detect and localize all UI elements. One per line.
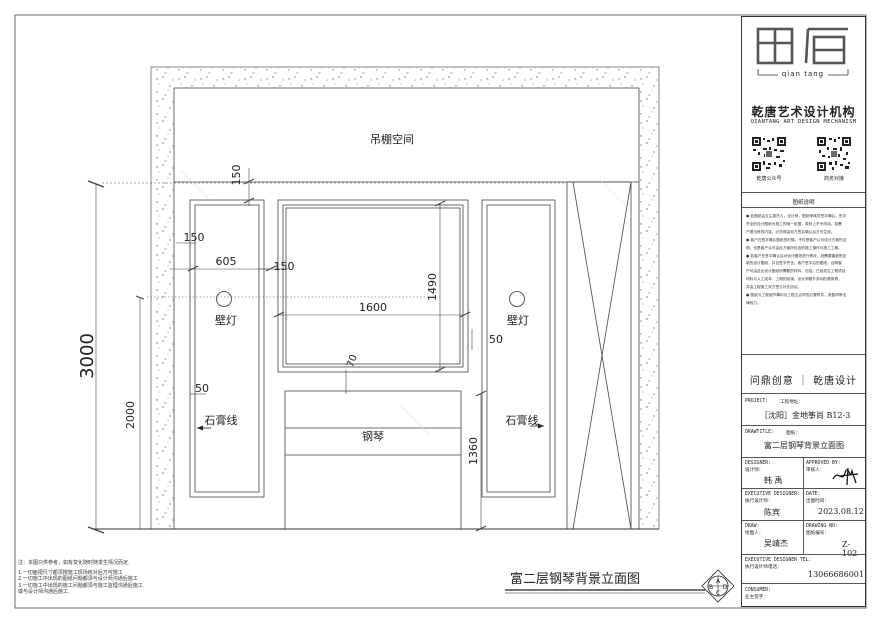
- qr-code-left: [751, 136, 787, 172]
- dim-50-left: 50: [195, 382, 209, 395]
- right-panel: [481, 199, 556, 498]
- designer-value: 韩 禹: [764, 476, 783, 485]
- door: [566, 181, 632, 530]
- dim-605: 605: [216, 255, 237, 268]
- drawing-no-label-cn: 图纸编号：: [806, 531, 829, 536]
- sheet-border: [14, 14, 867, 609]
- wall-lamp-left-label: 壁灯: [215, 313, 237, 327]
- dim-150-mid: 150: [274, 260, 295, 273]
- notes-line: 齐全的设计图纸为施工的唯一依据，原则上不予改动，若需: [746, 221, 842, 226]
- brand-logo: qian tang: [748, 23, 858, 87]
- notes-line: ● 图纸与工程细节事均为工程主合同的必要附件，具备同等法: [746, 293, 847, 298]
- designer-label: DESIGNER:: [745, 461, 771, 466]
- notes-line: 户可由此出设计图纸所需要的材料，包括，已经发生工程项目: [746, 269, 846, 274]
- project-value: ［沈阳］金地筝尚 B12-3: [760, 411, 851, 420]
- index-top: A: [716, 578, 721, 585]
- plaster-right-label: 石膏线: [506, 413, 539, 427]
- dim-70: 70: [345, 353, 360, 369]
- dim-50-right: 50: [489, 333, 503, 346]
- title-block: qian tang 乾唐艺术设计机构 QIANTANG ART DESIGN M…: [741, 16, 866, 607]
- drawtitle-label-cn: 图纸：: [786, 431, 800, 436]
- dim-1490: 1490: [426, 273, 439, 301]
- wall-lamp-right-icon: [509, 291, 525, 307]
- company-name-en: QIANTANG ART DESIGN MECHANISM: [750, 119, 857, 125]
- designer-label-cn: 设计师：: [745, 468, 764, 473]
- company-name-cn: 乾唐艺术设计机构: [751, 105, 856, 119]
- notes-heading: 图纸说明: [792, 200, 815, 206]
- drawing-no-label: DRAWING NO:: [806, 524, 838, 529]
- tel-label: EXECUTIVE DESIGNER TEL:: [745, 558, 812, 563]
- wall-lamp-left-icon: [216, 291, 232, 307]
- qr-left-caption: 乾唐公众号: [756, 176, 782, 182]
- approved-label: APPROVED BY:: [806, 461, 841, 466]
- notes-list: ● 此图纸由业主委托人，设计师，图纸审核员签字确认，签字 齐全的设计图纸为施工的…: [746, 213, 863, 308]
- wall-hatch: [150, 66, 660, 530]
- left-note-2: 2.一切施工中出现的图纸问题都须与设计师沟通后施工: [18, 576, 138, 583]
- exec-designer-value: 陈宾: [764, 508, 780, 517]
- notes-line: 律效力。: [746, 300, 761, 305]
- drawtitle-value: 富二层钢琴背景立面图: [764, 441, 844, 450]
- qr-code-right: [816, 136, 852, 172]
- exec-designer-label: EXECUTIVE DESIGNER:: [745, 492, 800, 497]
- drawing-title: 富二层钢琴背景立面图: [510, 571, 640, 587]
- draw-value: 吴靖杰: [764, 539, 788, 548]
- left-note-3: 3.一切施工中出现的施工问题都须与施工监理沟通后施工: [18, 582, 143, 589]
- wall-lamp-right-label: 壁灯: [507, 313, 529, 327]
- notes-line: 户提出修改内容，必须得由双方签名确认后方可生效。: [746, 229, 835, 234]
- index-bottom: C: [716, 590, 720, 597]
- dimension-lines: [87, 168, 565, 534]
- notes-line: ● 此图纸由业主委托人，设计师，图纸审核员签字确认，签字: [746, 214, 847, 218]
- exec-designer-label-cn: 执行设计师：: [745, 499, 773, 504]
- center-frame: [277, 199, 469, 373]
- notes-line: 明，也是客户认可由此方案所包含的施工操作与施工工期。: [746, 245, 842, 250]
- date-label-cn: 出图时间：: [806, 499, 829, 504]
- left-note-4: 或与设计师沟通后施工.: [18, 589, 70, 596]
- notes-line: ● 客户在签字确认图纸的时候，不仅是客户认可设计方案的证: [746, 237, 847, 242]
- tel-label-cn: 执行设计师电话：: [745, 565, 782, 570]
- approver-signature: [832, 467, 859, 486]
- dim-150-left: 150: [184, 231, 205, 244]
- project-label: PROJECT:: [745, 399, 769, 404]
- notes-line: ● 若客户在签字确认后对设计图纸进行修改，则需要重新签定: [746, 253, 847, 258]
- tel-value: 13066686001: [808, 570, 864, 579]
- dim-2000: 2000: [124, 401, 137, 429]
- project-label-cn: 工程地址：: [780, 400, 803, 405]
- draw-label: DRAW:: [745, 524, 760, 529]
- consumer-label-cn: 业主签字：: [745, 595, 768, 600]
- logo-sub: qian tang: [781, 70, 825, 78]
- left-panel: [189, 199, 265, 498]
- index-symbol: A B D C: [701, 569, 735, 603]
- notes-line: 材料与人工成本，工期的延误，设计师额外劳动的费用等，: [746, 277, 842, 282]
- qr-right-caption: 商务对接: [823, 176, 844, 182]
- index-left: B: [709, 584, 713, 591]
- piano-label: 钢琴: [362, 430, 384, 443]
- date-label: DATE:: [806, 492, 821, 497]
- dim-150-top: 150: [230, 165, 243, 186]
- ceiling-label: 吊棚空间: [370, 132, 414, 146]
- index-right: D: [723, 584, 728, 591]
- dim-1600: 1600: [359, 301, 387, 314]
- plaster-left-label: 石膏线: [205, 413, 238, 427]
- left-note-1: 1.一切面视尺寸都须按施工现场核对后方可施工: [18, 569, 123, 576]
- approved-label-cn: 审核人：: [806, 468, 825, 473]
- left-note-0: 注：本图只供参考，如有变化随时随发生情况而定.: [18, 560, 130, 566]
- dim-1360: 1360: [467, 437, 480, 465]
- dim-3000: 3000: [77, 333, 98, 379]
- drawing-no-value: Z-102: [842, 540, 858, 558]
- left-notes: 注：本图只供参考，如有变化随时随发生情况而定. 1.一切面视尺寸都须按施工现场核…: [18, 560, 143, 596]
- draw-label-cn: 绘图人：: [745, 531, 764, 536]
- notes-line: 新的设计图纸，并且签字齐全，客户签字后的图纸，证明客: [746, 261, 842, 266]
- date-value: 2023.08.12: [818, 507, 864, 516]
- consumer-label: CONSUMER:: [745, 588, 771, 593]
- drawtitle-label: DRAWTITLE:: [745, 430, 774, 435]
- notes-line: 并由工程施工双方签订补充协议。: [746, 285, 802, 290]
- slogan: 问鼎创意 ｜ 乾唐设计: [749, 376, 858, 387]
- watermark: [179, 169, 631, 436]
